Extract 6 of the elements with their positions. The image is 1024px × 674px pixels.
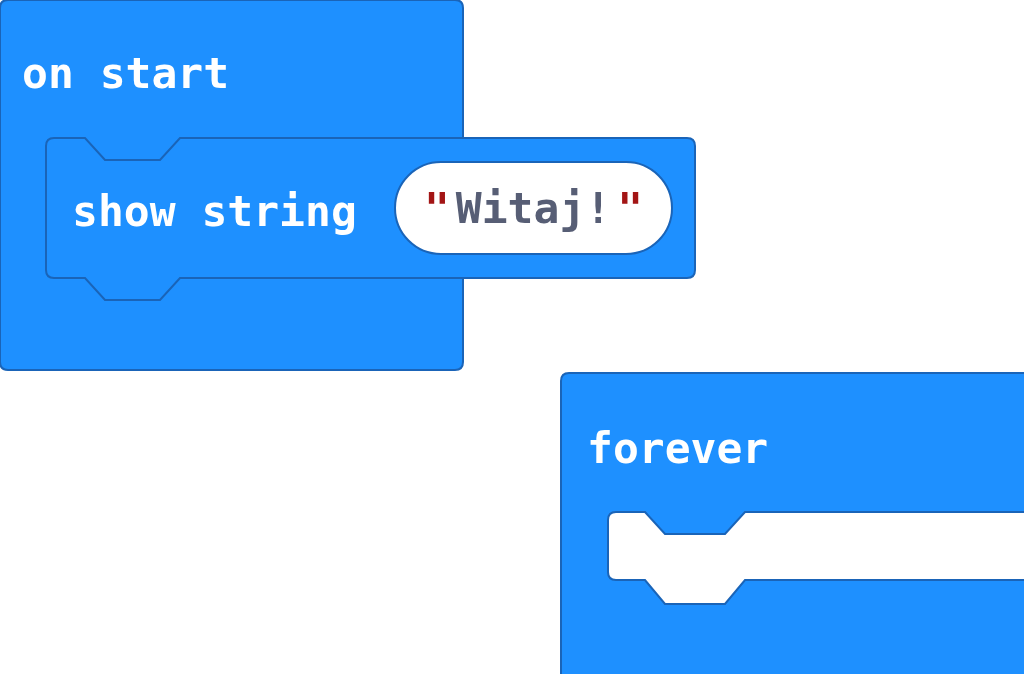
quote-mark: " (617, 186, 644, 230)
quote-mark: " (423, 186, 450, 230)
block-label: forever (587, 427, 769, 470)
string-value: Witaj! (455, 186, 612, 230)
block-label: show string (72, 190, 357, 233)
block-label: on start (22, 52, 230, 95)
